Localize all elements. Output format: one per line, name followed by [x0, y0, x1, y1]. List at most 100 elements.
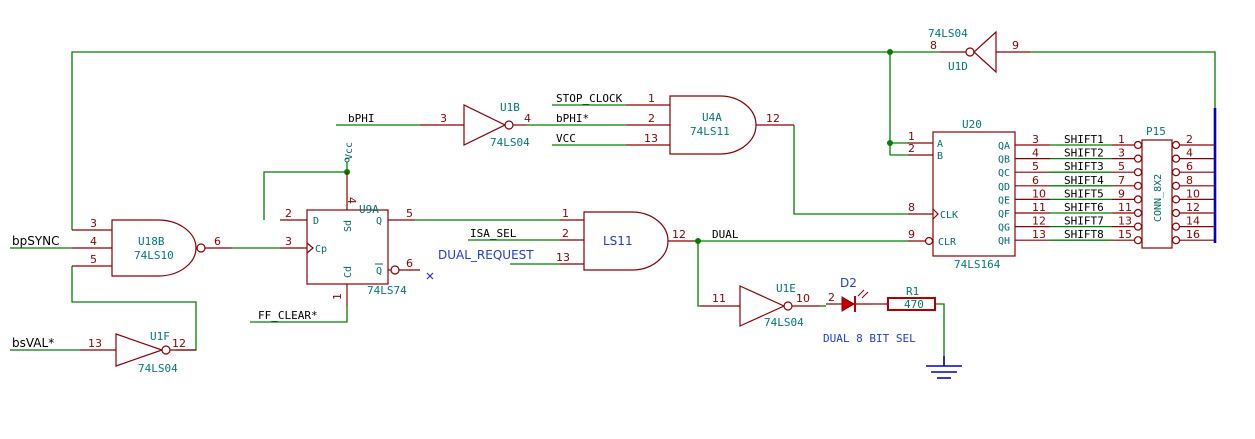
wire-u1d-out	[1030, 51, 1216, 142]
u18b-gate: 3 4 5 6 U18B 74LS10	[72, 217, 232, 277]
u18b-pin6: 6	[214, 235, 221, 248]
u20-out-name: QF	[998, 209, 1010, 220]
p15-right-pin: 12	[1186, 201, 1200, 214]
u4a-value: 74LS11	[690, 125, 730, 138]
r1-resistor: 470 R1	[875, 285, 936, 311]
u1f-pin12: 12	[172, 337, 186, 350]
ls11-pin12: 12	[672, 228, 686, 241]
u1b-inverter: 3 4 U1B 74LS04	[420, 101, 531, 149]
net-shift: SHIFT1	[1064, 133, 1104, 146]
u9a-pin6: 6	[406, 257, 413, 270]
ground-symbol	[926, 356, 962, 379]
p15-left-pin-circle	[1133, 208, 1143, 218]
d2-ref: D2	[840, 276, 857, 290]
u4a-pin13: 13	[644, 132, 658, 145]
d2-light-arrows	[857, 289, 869, 299]
p15-left-pin-circle	[1133, 168, 1143, 177]
wire-r1-gnd	[935, 303, 945, 364]
net-dual-request: DUAL_REQUEST	[438, 248, 534, 262]
u18b-body	[111, 219, 197, 277]
p15-left-pin: 11	[1118, 201, 1132, 214]
annotation-dual-8bit-sel: DUAL 8 BIT SEL	[823, 332, 916, 345]
u20-pin-clr: CLR	[938, 237, 957, 248]
u9a-pin1: 1	[331, 293, 344, 300]
u20-out-pin: 5	[1032, 160, 1039, 173]
ls11-pin1: 1	[562, 207, 569, 220]
r1-body	[887, 297, 936, 311]
u20-out-name: QH	[998, 236, 1010, 247]
r1-value: 470	[904, 298, 924, 311]
u18b-pin3: 3	[90, 217, 97, 230]
p15-left-pin-circle	[1133, 154, 1143, 163]
wires: SHIFT1SHIFT2SHIFT3SHIFT4SHIFT5SHIFT6SHIF…	[10, 51, 1216, 364]
p15-left-pin-circle	[1133, 236, 1143, 245]
p15-body	[1141, 139, 1173, 249]
u20-out-name: QE	[998, 195, 1010, 206]
u1b-body	[463, 104, 507, 146]
u20-body	[932, 131, 1016, 257]
u1e-ref: U1E	[776, 282, 796, 295]
u9a-vcc-terminal	[344, 157, 350, 163]
p15-left-pin: 13	[1118, 215, 1132, 228]
wire-u4a-clk	[793, 125, 908, 215]
net-shift: SHIFT2	[1064, 147, 1104, 160]
net-shift: SHIFT3	[1064, 160, 1104, 173]
u20-out-pin: 11	[1032, 201, 1046, 214]
u9a-flipflop: D Cp Sd Cd Q Q 2 3 4 1 5 6 Vcc U9A 74LS7…	[280, 142, 434, 306]
u9a-pin-q: Q	[376, 216, 382, 227]
u20-pin-clk: CLK	[940, 210, 958, 221]
u1e-pin10: 10	[796, 292, 810, 305]
net-shift: SHIFT5	[1064, 187, 1104, 200]
u1d-pin9: 9	[1012, 39, 1019, 52]
u20-out-pin: 13	[1032, 228, 1046, 241]
ls11-pin13: 13	[556, 251, 570, 264]
p15-left-pin-circle	[1133, 181, 1143, 190]
u9a-qbar-bubble	[390, 265, 400, 275]
d2-pin2: 2	[828, 291, 835, 304]
u20-pin-a: A	[937, 139, 943, 150]
net-dual: DUAL	[712, 228, 739, 241]
p15-right-pin: 14	[1186, 215, 1200, 228]
wire-d-loop	[263, 171, 347, 220]
net-isa-sel: ISA_SEL	[470, 227, 517, 240]
p15-right-pin-circle	[1171, 195, 1181, 204]
p15-left-pin: 15	[1118, 228, 1132, 241]
net-bsval: bsVAL*	[12, 336, 54, 350]
p15-left-pin: 5	[1118, 160, 1125, 173]
u1f-inverter: 13 12 U1F 74LS04	[80, 330, 196, 375]
net-labels: bpSYNC bsVAL* bPHI FF_CLEAR* ISA_SEL DUA…	[12, 92, 916, 350]
p15-right-pin: 10	[1186, 187, 1200, 200]
net-bphi-star: bPHI*	[556, 112, 589, 125]
u20-pin-b: B	[937, 151, 943, 162]
u20-pin1: 1	[908, 130, 915, 143]
ls11-body	[583, 211, 669, 271]
shift-wires: SHIFT1SHIFT2SHIFT3SHIFT4SHIFT5SHIFT6SHIF…	[1050, 133, 1112, 241]
u1b-pin4: 4	[524, 112, 531, 125]
u4a-pin12: 12	[766, 112, 780, 125]
u20-out-pin: 10	[1032, 187, 1046, 200]
p15-left-pin-circle	[1133, 195, 1143, 204]
u20-pin2: 2	[908, 142, 915, 155]
u20-pin9: 9	[908, 228, 915, 241]
p15-right-pin: 16	[1186, 228, 1200, 241]
u20-out-name: QC	[998, 168, 1010, 179]
u18b-value: 74LS10	[134, 249, 174, 262]
u1b-value: 74LS04	[490, 136, 530, 149]
ls11-ref: LS11	[603, 234, 633, 248]
p15-left-pin: 3	[1118, 147, 1125, 160]
u9a-pin3: 3	[285, 235, 292, 248]
u9a-pin5: 5	[406, 207, 413, 220]
p15-right-pin-circle	[1171, 181, 1181, 190]
u9a-pin-cp: Cp	[315, 244, 327, 255]
net-shift: SHIFT6	[1064, 201, 1104, 214]
u20-out-name: QA	[998, 141, 1010, 152]
u9a-pin4: 4	[345, 197, 358, 204]
p15-right-pin: 4	[1186, 147, 1193, 160]
u9a-pin-d: D	[313, 216, 319, 227]
u1d-pin8: 8	[930, 39, 937, 52]
p15-left-pin: 1	[1118, 133, 1125, 146]
net-bpsync: bpSYNC	[12, 234, 60, 248]
u1f-value: 74LS04	[138, 362, 178, 375]
d2-led: 2 D2	[826, 276, 875, 312]
